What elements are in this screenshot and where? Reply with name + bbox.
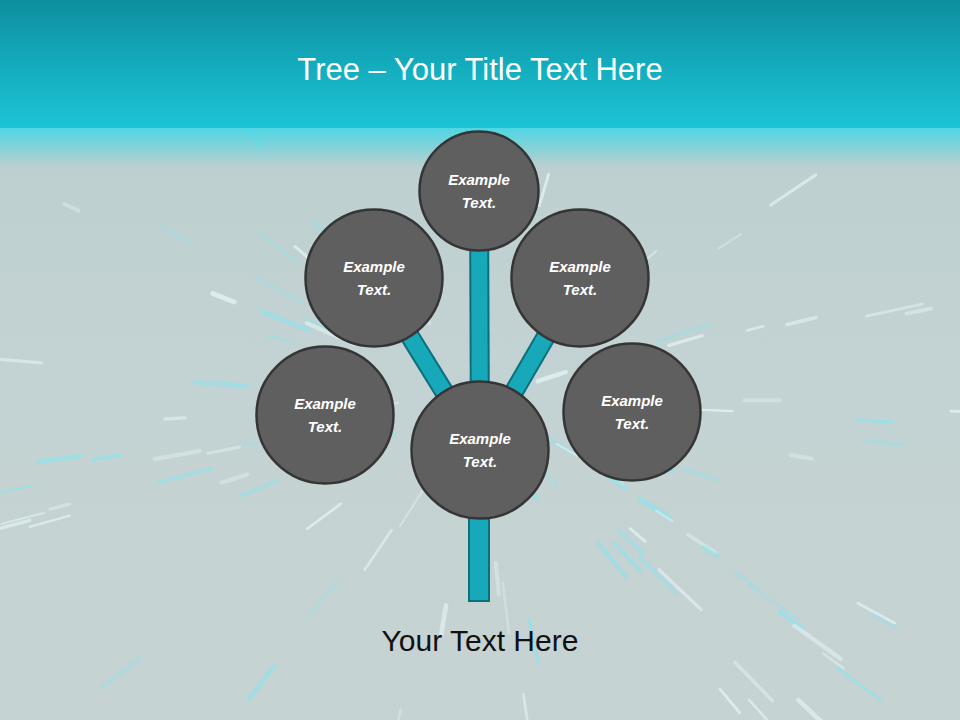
speed-streak [857,420,892,422]
speed-streak [639,557,676,594]
speed-streak [874,615,897,627]
speed-streak [1,513,44,524]
circle-outline [562,342,702,482]
speed-streak [771,175,816,205]
node-label: Example Text. [439,168,519,214]
speed-streak [750,586,799,619]
speed-streak [719,234,741,248]
speed-streak [158,469,211,483]
circle-outline [418,130,540,252]
speed-streak [249,666,274,698]
tree-circle: Example Text. [304,208,444,348]
node-label: Example Text. [334,255,414,301]
speed-streak [640,499,669,517]
node-label: Example Text. [592,389,672,435]
speed-streak [720,689,740,713]
speed-streak [102,658,140,687]
speed-streak [539,174,548,205]
slide-title: Tree – Your Title Text Here [0,52,960,88]
speed-streak [39,456,79,462]
speed-streak [868,441,902,445]
speed-streak [795,626,841,659]
speed-streak [659,570,701,610]
speed-streak [704,547,718,556]
speed-streak [858,603,895,623]
node-label: Example Text. [540,255,620,301]
speed-streak [496,563,499,595]
tree-branch [514,337,546,391]
speed-streak [307,504,340,529]
speed-streak [0,358,42,363]
tree-branch [479,250,481,382]
circle-outline [410,380,550,520]
speed-streak [258,233,297,263]
tree-circle: Example Text. [562,342,702,482]
speed-streak [400,488,425,527]
speed-streak [798,700,831,720]
speed-streak [269,336,290,342]
speed-streak [196,382,247,385]
speed-streak [155,451,200,459]
speed-streak [30,516,70,527]
speed-streak [262,311,310,330]
speed-streak [93,455,120,459]
speed-streak [160,226,190,242]
speed-streak [50,504,69,509]
speed-streak [391,710,401,720]
speed-streak [747,326,763,330]
speed-streak [658,324,710,341]
speed-streak [791,455,812,459]
speed-streak [907,308,932,313]
speed-streak [656,511,672,521]
speed-streak [630,529,645,542]
tree-circle: Example Text. [418,130,540,252]
speed-streak [255,277,302,303]
speed-streak [64,204,78,211]
tree-circle: Example Text. [410,380,550,520]
speed-streak [780,612,802,628]
speed-streak [951,411,960,412]
speed-streak [208,447,239,453]
speed-streak [310,580,338,615]
speed-streak [165,418,185,419]
tree-circle: Example Text. [510,208,650,348]
speed-streak [787,317,816,324]
slide-caption: Your Text Here [0,624,960,658]
node-label: Example Text. [285,392,365,438]
speed-streak [222,474,248,482]
speed-streak [365,530,392,570]
tree-branch [410,336,445,392]
speed-streak [823,654,843,669]
tree-circle: Example Text. [255,345,395,485]
node-label: Example Text. [440,427,520,473]
speed-streak [619,530,644,554]
speed-streak [598,543,626,577]
speed-streak [523,694,529,720]
speed-streak [295,247,310,259]
speed-streak [745,398,781,402]
speed-streak [213,293,234,301]
speed-streak [241,481,277,496]
speed-streak [684,469,718,481]
speed-streak [838,668,881,701]
speed-streak [735,662,772,700]
speed-streak [538,372,566,381]
circle-outline [255,345,395,485]
circle-outline [304,208,444,348]
speed-streak [0,486,32,495]
circle-outline [510,208,650,348]
speed-streak [749,700,779,720]
speed-streak [735,573,760,590]
